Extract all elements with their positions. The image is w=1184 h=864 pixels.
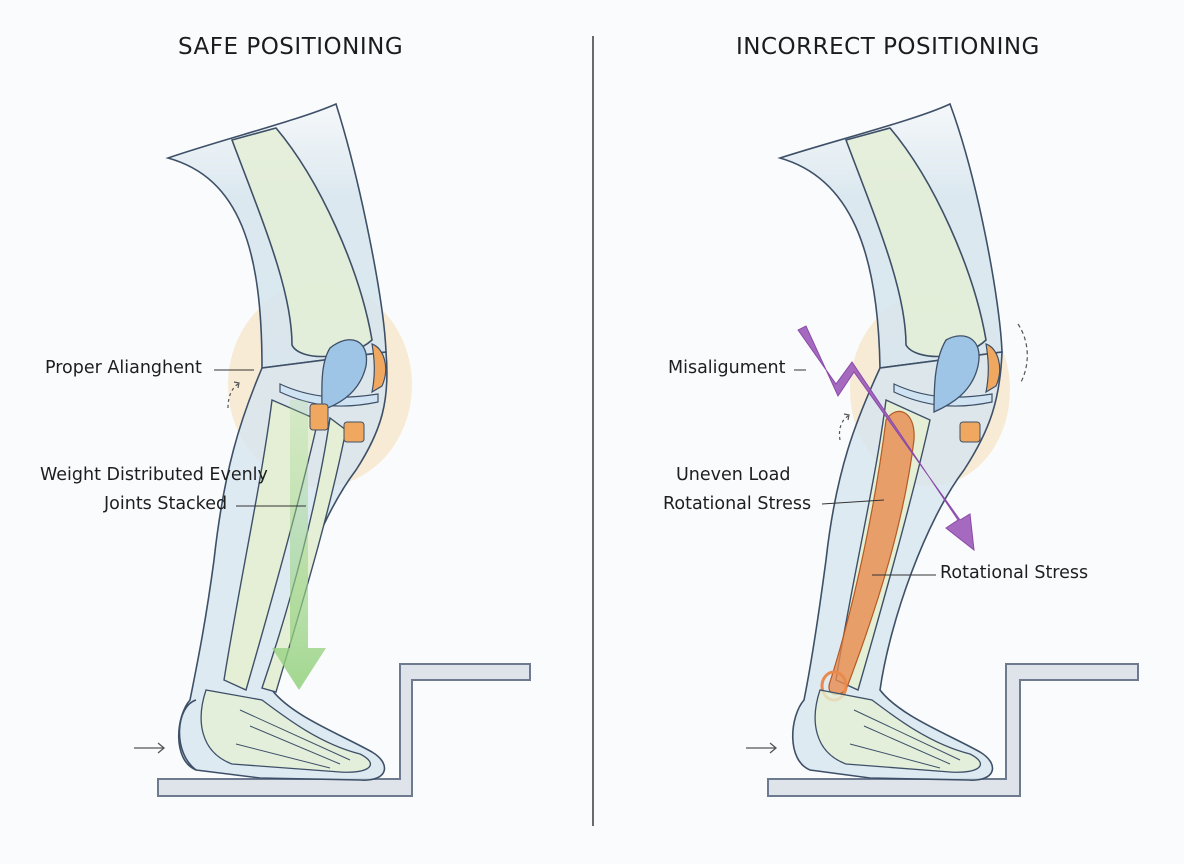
safe-pad-1 (309, 403, 329, 431)
safe-pad-2 (343, 421, 365, 443)
rotational-stress-label-1: Rotational Stress (663, 494, 812, 514)
safe-positioning-title: SAFE POSITIONING (178, 34, 404, 60)
incorrect-stress-arrow (797, 325, 975, 552)
joints-stacked-label: Joints Stacked (104, 494, 228, 514)
proper-alignment-label: Proper Alianghent (45, 358, 202, 378)
incorrect-heel-arrow (746, 742, 778, 754)
incorrect-meniscus (893, 383, 993, 407)
incorrect-patella (985, 343, 1001, 394)
panel-divider (592, 36, 594, 826)
weight-distributed-label: Weight Distributed Evenly (40, 465, 268, 485)
safe-heel (178, 699, 197, 771)
safe-step (157, 663, 531, 797)
safe-cartilage (321, 339, 368, 411)
safe-leg (134, 102, 531, 797)
safe-patella (371, 343, 387, 394)
misalignment-label: Misaligument (668, 358, 786, 378)
incorrect-pad (959, 421, 981, 443)
safe-heel-arrow (134, 742, 166, 754)
uneven-load-label: Uneven Load (676, 465, 791, 485)
incorrect-cartilage (933, 335, 980, 414)
incorrect-leg (746, 102, 1139, 797)
rotational-stress-label-2: Rotational Stress (940, 563, 1089, 583)
safe-load-arrow (272, 400, 326, 690)
incorrect-step (767, 663, 1139, 797)
incorrect-positioning-title: INCORRECT POSITIONING (736, 34, 1040, 60)
